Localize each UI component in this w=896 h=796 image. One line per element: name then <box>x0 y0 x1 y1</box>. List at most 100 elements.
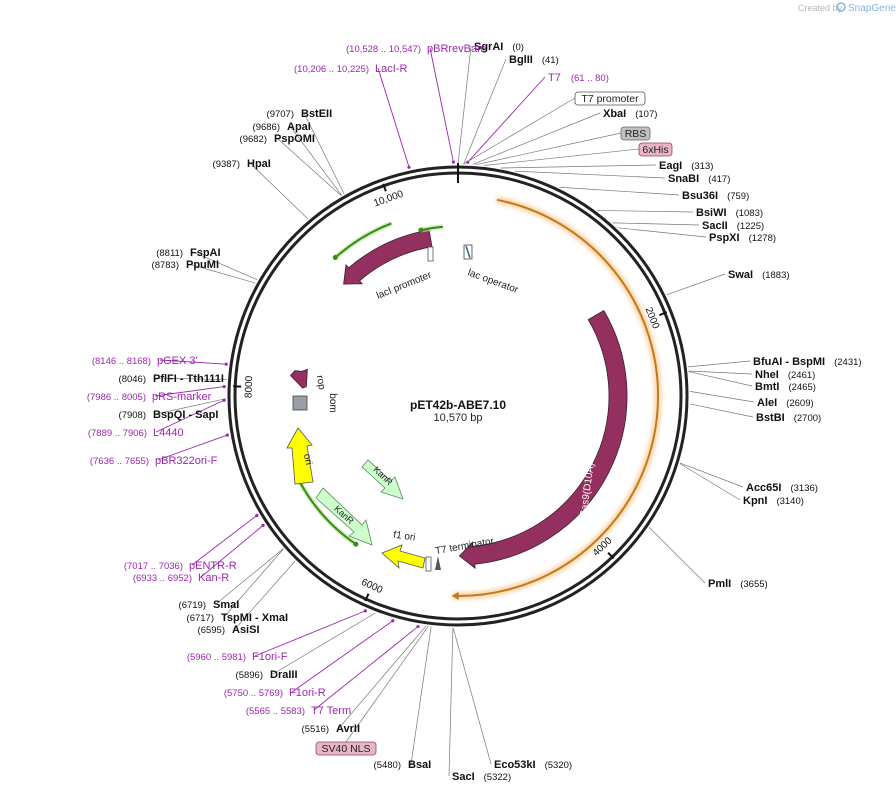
t7-terminator-feature[interactable] <box>425 556 432 572</box>
site-bspqi[interactable]: BspQI - SapI(7908) <box>119 409 219 421</box>
site-position: (8811) <box>156 248 183 259</box>
sv40nls-label: SV40 NLS <box>321 743 370 755</box>
primer-l4440[interactable]: L4440(7889 .. 7906) <box>88 427 184 439</box>
site-bfuai[interactable]: BfuAI - BspMI(2431) <box>753 356 862 368</box>
feature-rbs[interactable]: RBS <box>620 126 651 141</box>
site-alei[interactable]: AleI(2609) <box>757 397 814 409</box>
site-line-sacii <box>612 222 700 226</box>
snapgene-brand: SnapGene <box>848 3 896 14</box>
primer-site-mark <box>224 362 228 366</box>
site-nhei[interactable]: NheI(2461) <box>755 369 815 381</box>
f1ori-feature[interactable] <box>381 544 426 570</box>
primer-kan-r-primer[interactable]: Kan-R(6933 .. 6952) <box>133 572 229 584</box>
plasmid-size: 10,570 bp <box>434 412 483 424</box>
primer-range: (7986 .. 8005) <box>87 392 146 403</box>
primer-range: (6933 .. 6952) <box>133 573 192 584</box>
site-snabi[interactable]: SnaBI(417) <box>668 173 730 185</box>
site-eco53ki[interactable]: Eco53kI(5320) <box>494 759 572 771</box>
kanr-primer-arc[interactable] <box>298 480 357 546</box>
site-pspomi[interactable]: PspOMI(9682) <box>240 133 315 145</box>
site-line-bsai <box>410 626 432 765</box>
primer-t7[interactable]: T7(61 .. 80) <box>548 72 609 84</box>
primer-pbr322ori-f[interactable]: pBR322ori-F(7636 .. 7655) <box>90 455 218 467</box>
site-bglii[interactable]: BglII(41) <box>509 54 559 66</box>
sv40nls-box <box>315 741 377 756</box>
primer-t7term[interactable]: T7 Term(5565 .. 5583) <box>246 705 351 717</box>
site-bsu36i[interactable]: Bsu36I(759) <box>682 190 749 202</box>
primer-pentr-r[interactable]: pENTR-R(7017 .. 7036) <box>124 560 237 572</box>
site-name: NheI <box>755 369 779 381</box>
site-hpai[interactable]: HpaI(9387) <box>213 158 271 170</box>
site-sacii[interactable]: SacII(1225) <box>702 220 764 232</box>
site-bsai[interactable]: BsaI(5480) <box>374 759 432 771</box>
site-asisi[interactable]: AsiSI(6595) <box>198 624 260 636</box>
feature-line-sv40nls <box>345 625 429 743</box>
site-acc65i[interactable]: Acc65I(3136) <box>746 482 818 494</box>
site-line-nhei <box>688 370 753 375</box>
cas9-feature[interactable] <box>458 309 628 570</box>
primer-site-mark <box>261 523 265 527</box>
laci-promoter-feature[interactable] <box>427 246 434 262</box>
primer-range: (10,528 .. 10,547) <box>346 44 421 55</box>
site-line-bsu36i <box>559 186 680 196</box>
site-fspai[interactable]: FspAI(8811) <box>156 247 220 259</box>
site-line-bstbi <box>689 403 754 418</box>
site-sgrai[interactable]: SgrAI(0) <box>474 41 524 53</box>
feature-t7-promoter[interactable]: T7 promoter <box>574 91 646 106</box>
primer-line-t7term <box>313 626 419 711</box>
primer-prs-marker[interactable]: pRS-marker(7986 .. 8005) <box>87 391 212 403</box>
site-position: (9686) <box>253 122 280 133</box>
feature-sv40nls[interactable]: SV40 NLS <box>315 741 377 756</box>
primer-name: LacI-R <box>375 63 407 75</box>
primer-laci-r[interactable]: LacI-R(10,206 .. 10,225) <box>294 63 407 75</box>
site-xbai[interactable]: XbaI(107) <box>603 108 657 120</box>
site-name: Bsu36I <box>682 190 718 202</box>
kanr-2-feature[interactable] <box>315 487 373 546</box>
site-line-xbai <box>472 112 601 165</box>
site-line-bfuai <box>688 360 751 368</box>
site-swai[interactable]: SwaI(1883) <box>728 269 790 281</box>
site-apai[interactable]: ApaI(9686) <box>253 121 311 133</box>
site-name: TspMI - XmaI <box>221 612 288 624</box>
laci-primer-arc-tip <box>332 255 338 261</box>
kanr-1-feature[interactable] <box>361 459 404 500</box>
site-kpni[interactable]: KpnI(3140) <box>743 495 804 507</box>
site-name: XbaI <box>603 108 626 120</box>
site-line-kpni <box>679 463 741 501</box>
site-bsiwi[interactable]: BsiWI(1083) <box>696 207 763 219</box>
site-line-bmti <box>688 371 753 387</box>
6xhis-box <box>638 142 673 157</box>
site-avrii[interactable]: AvrII(5516) <box>302 723 361 735</box>
site-pfifi[interactable]: PflFI - Tth111I(8046) <box>119 373 224 385</box>
rop-feature[interactable] <box>289 366 312 390</box>
site-name: Acc65I <box>746 482 781 494</box>
site-line-bsiwi <box>597 210 694 213</box>
site-ppumi[interactable]: PpuMI(8783) <box>152 259 219 271</box>
ori-feature[interactable] <box>286 427 314 485</box>
site-line-alei <box>689 391 755 403</box>
bom-feature[interactable] <box>292 395 308 411</box>
site-eagi[interactable]: EagI(313) <box>659 160 713 172</box>
site-name: BstEII <box>301 108 332 120</box>
primer-f1ori-f[interactable]: F1ori-F(5960 .. 5981) <box>187 651 288 663</box>
site-position: (7908) <box>119 410 146 421</box>
primer-line-f1ori-r <box>291 620 394 693</box>
site-pspxi[interactable]: PspXI(1278) <box>709 232 776 244</box>
site-bmti[interactable]: BmtI(2465) <box>755 381 816 393</box>
site-tspmi[interactable]: TspMI - XmaI(6717) <box>187 612 289 624</box>
site-bsteii[interactable]: BstEII(9707) <box>267 108 333 120</box>
site-position: (417) <box>708 174 730 185</box>
site-pmli[interactable]: PmlI(3655) <box>708 578 768 590</box>
laci-primer-arc[interactable] <box>334 222 392 259</box>
site-draiii[interactable]: DraIII(5896) <box>236 669 298 681</box>
site-saci[interactable]: SacI(5322) <box>452 771 511 783</box>
primer-range: (5750 .. 5769) <box>224 688 283 699</box>
feature-6xhis[interactable]: 6xHis <box>638 142 673 157</box>
primer-pbrrevbam[interactable]: pBRrevBam(10,528 .. 10,547) <box>346 43 486 55</box>
site-smai[interactable]: SmaI(6719) <box>179 599 240 611</box>
primer-pgex3[interactable]: pGEX 3'(8146 .. 8168) <box>92 355 198 367</box>
site-line-draiii <box>272 612 376 675</box>
primer-f1ori-r[interactable]: F1ori-R(5750 .. 5769) <box>224 687 326 699</box>
site-bstbi[interactable]: BstBI(2700) <box>756 412 821 424</box>
site-name: AvrII <box>336 723 360 735</box>
